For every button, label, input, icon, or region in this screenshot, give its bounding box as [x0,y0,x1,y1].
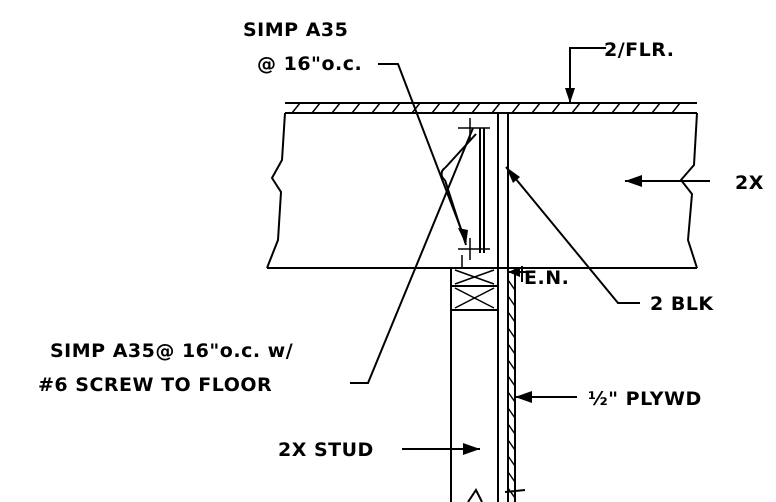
leader-floor [565,47,606,103]
plywood-sheathing [504,268,526,502]
label-joist: 2X [735,172,764,194]
a35-clip-bottom [467,488,483,502]
label-simp-top-line2: @ 16"o.c. [257,53,362,75]
label-simp-bottom-line2: #6 SCREW TO FLOOR [38,374,272,396]
label-simp-top-line1: SIMP A35 [243,19,348,41]
floor-joist [266,112,698,269]
leader-simp-bottom [350,127,474,384]
label-plywood: ½" PLYWD [588,388,702,410]
leader-plywood [515,391,577,403]
top-plates [450,255,499,502]
floor-sheathing [285,102,697,114]
leader-simp-top [378,63,467,243]
edge-nail-leader [508,266,530,282]
label-edge-nail: E.N. [524,267,569,289]
leader-blk [505,166,640,304]
blocking [497,113,509,268]
label-blocking: 2 BLK [650,293,714,315]
leader-joist [625,175,710,187]
leader-stud [402,443,480,455]
label-simp-bottom-line1: SIMP A35@ 16"o.c. w/ [50,340,293,362]
label-stud: 2X STUD [278,439,374,461]
label-floor: 2/FLR. [604,39,674,61]
